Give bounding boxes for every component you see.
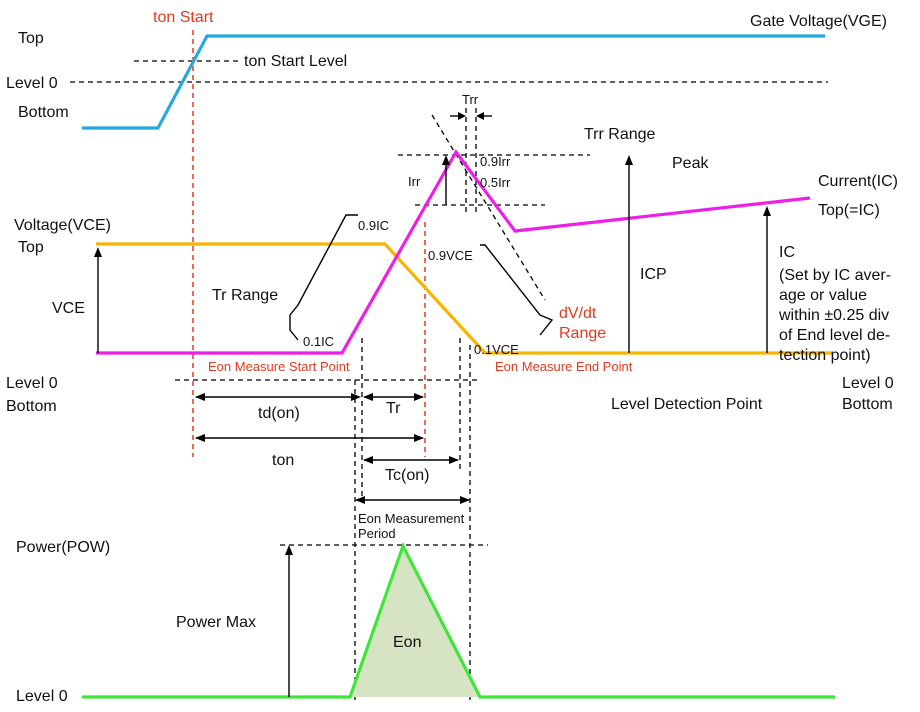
peak-label: Peak: [672, 155, 709, 172]
ic-arrowhead: [763, 206, 771, 216]
vce-waveform: [96, 242, 832, 355]
dvdt-label: dV/dt: [559, 305, 597, 322]
eon-area: [350, 546, 480, 697]
dvdt-range-bracket: [480, 244, 554, 336]
tc-on-arrow: [363, 456, 459, 464]
irr-arrowhead: [442, 155, 450, 165]
eon-label: Eon: [393, 634, 421, 651]
icp-arrowhead: [625, 155, 633, 165]
vce-arrowhead: [94, 247, 102, 257]
tr-arrow: [363, 393, 424, 401]
ic01-label: 0.1IC: [303, 334, 334, 349]
vce-bottom-label: Bottom: [6, 398, 57, 415]
ton-arrow: [195, 434, 424, 442]
ton-start-label: ton Start: [153, 9, 214, 26]
trr-arrowhead-left: [458, 112, 466, 120]
irr-label: Irr: [408, 174, 421, 189]
tr-range-bracket: [289, 214, 358, 341]
vce09-label: 0.9VCE: [428, 248, 473, 263]
eon-end-point-label: Eon Measure End Point: [495, 359, 633, 374]
ton-label: ton: [272, 452, 294, 469]
top-ic-label: Top(=IC): [818, 202, 880, 219]
vce-level0-label: Level 0: [6, 375, 58, 392]
tc-on-label: Tc(on): [385, 467, 429, 484]
eon-period-label-2: Period: [358, 526, 396, 541]
tr-label: Tr: [386, 400, 401, 417]
gate-bottom-label: Bottom: [18, 104, 69, 121]
voltage-vce-label: Voltage(VCE): [14, 217, 111, 234]
current-ic-label: Current(IC): [818, 173, 898, 190]
ic-note-4: of End level de-: [779, 327, 890, 344]
gate-voltage-label: Gate Voltage(VGE): [750, 13, 887, 30]
power-waveform: [82, 541, 835, 699]
ic-note-2: age or value: [779, 287, 867, 304]
ic-note-3: within ±0.25 div: [778, 307, 889, 324]
eon-start-point-label: Eon Measure Start Point: [208, 359, 350, 374]
tr-range-label: Tr Range: [212, 287, 278, 304]
irr05-label: 0.5Irr: [480, 175, 511, 190]
td-on-label: td(on): [258, 405, 300, 422]
ic-note-1: (Set by IC aver-: [779, 267, 891, 284]
vce-top-label: Top: [18, 239, 44, 256]
trr-arrowhead-right: [476, 112, 484, 120]
range-label: Range: [559, 325, 606, 342]
current-waveform: [96, 149, 811, 355]
gate-voltage-waveform: [82, 34, 825, 130]
td-on-arrow: [195, 393, 361, 401]
level-detection-label: Level Detection Point: [611, 396, 763, 413]
vce01-label: 0.1VCE: [474, 342, 519, 357]
power-max-arrowhead: [285, 545, 293, 555]
icp-label: ICP: [640, 266, 667, 283]
power-level0-label: Level 0: [16, 688, 68, 705]
dvdt-slope-line: [431, 114, 546, 301]
trr-label: Trr: [462, 92, 479, 107]
eon-period-label-1: Eon Measurement: [358, 511, 465, 526]
ic09-label: 0.9IC: [358, 218, 389, 233]
gate-top-label: Top: [18, 30, 44, 47]
eon-period-arrow: [355, 496, 470, 504]
power-label: Power(POW): [16, 539, 110, 556]
ic-note-5: tection point): [779, 347, 871, 364]
ton-start-level-label: ton Start Level: [244, 53, 347, 70]
vce-label: VCE: [52, 300, 85, 317]
power-max-label: Power Max: [176, 614, 256, 631]
trr-range-label: Trr Range: [584, 126, 656, 143]
gate-level0-label: Level 0: [6, 75, 58, 92]
right-bottom-label: Bottom: [842, 396, 893, 413]
right-level0-label: Level 0: [842, 375, 894, 392]
irr09-label: 0.9Irr: [480, 154, 511, 169]
ic-label: IC: [779, 244, 795, 261]
